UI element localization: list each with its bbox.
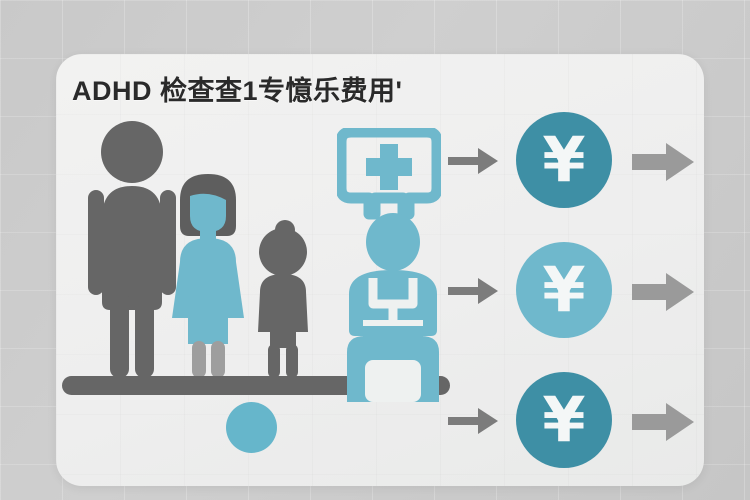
arrow-right-glyph: [632, 273, 694, 311]
cost-coin: ¥: [516, 242, 612, 338]
medical-cross-icon: [335, 126, 443, 229]
arrow-right-icon: [448, 406, 498, 441]
yen-symbol: ¥: [516, 112, 612, 208]
balance-fulcrum: [226, 402, 277, 453]
page-title: ADHD 检查查1专憶乐费用': [72, 76, 403, 106]
adult-figure: [84, 120, 180, 383]
arrow-right-icon: [632, 402, 694, 447]
arrow-right-icon: [632, 142, 694, 187]
infographic-card: ADHD 检查查1专憶乐费用': [56, 54, 704, 486]
arrow-right-icon: [448, 146, 498, 181]
adult-figure-glyph: [88, 121, 176, 378]
arrow-right-glyph: [632, 143, 694, 181]
arrow-right-icon: [448, 276, 498, 311]
yen-symbol: ¥: [516, 372, 612, 468]
medical-cross-glyph: [335, 126, 443, 220]
child-figure: [252, 220, 314, 383]
arrow-right-icon: [632, 272, 694, 317]
arrow-right-glyph: [448, 148, 498, 174]
woman-figure: [168, 166, 248, 383]
woman-figure-glyph: [172, 174, 244, 378]
yen-symbol: ¥: [516, 242, 612, 338]
seated-patient-icon: [339, 212, 447, 407]
arrow-right-glyph: [448, 278, 498, 304]
seated-patient-glyph: [347, 213, 439, 402]
cost-coin: ¥: [516, 112, 612, 208]
cost-coin: ¥: [516, 372, 612, 468]
arrow-right-glyph: [448, 408, 498, 434]
arrow-right-glyph: [632, 403, 694, 441]
child-figure-glyph: [258, 220, 308, 378]
